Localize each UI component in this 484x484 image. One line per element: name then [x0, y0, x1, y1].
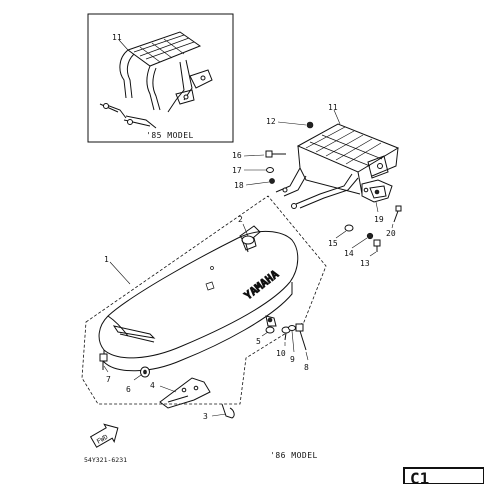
callout-12: 12	[266, 117, 276, 126]
callout-20: 20	[386, 229, 396, 238]
callout-16: 16	[232, 151, 242, 160]
latch-plate-4	[159, 377, 211, 409]
front-arrow-icon: FWD	[89, 423, 119, 448]
washer-15	[344, 224, 354, 232]
bolt-7	[99, 353, 108, 370]
callout-15: 15	[328, 239, 338, 248]
callout-9: 9	[290, 355, 295, 364]
washer-9	[288, 325, 296, 331]
seat-brand-text: YAMAHA	[242, 267, 282, 302]
knob-2	[241, 235, 257, 251]
hook-3	[221, 403, 235, 419]
callout-10: 10	[276, 349, 286, 358]
nut-12	[306, 121, 314, 129]
callout-17: 17	[232, 166, 242, 175]
main-model-label: '86 MODEL	[270, 451, 318, 460]
callout-19: 19	[374, 215, 384, 224]
spacer-18	[269, 178, 275, 184]
callout-3: 3	[203, 412, 208, 421]
callout-11-inset: 11	[112, 33, 122, 42]
inset-model-label: '85 MODEL	[146, 131, 194, 140]
bolt-20	[393, 205, 402, 223]
bolt-16	[265, 150, 286, 158]
seat-dashed-frame	[81, 195, 327, 405]
bolt-13	[373, 239, 381, 252]
callout-18: 18	[234, 181, 244, 190]
callout-11-main: 11	[328, 103, 338, 112]
page-badge: C1	[410, 469, 429, 484]
callout-2: 2	[238, 215, 243, 224]
washer-17	[266, 167, 274, 173]
collar-10	[281, 326, 291, 341]
washer-5	[265, 326, 275, 334]
inset-carrier-drawing	[99, 31, 213, 129]
inset-frame	[87, 13, 234, 143]
callout-5: 5	[256, 337, 261, 346]
part-code: 54Y321-6231	[84, 456, 127, 464]
page-badge-box	[403, 467, 484, 484]
callout-4: 4	[150, 381, 155, 390]
callout-14: 14	[344, 249, 354, 258]
callout-6: 6	[126, 385, 131, 394]
callout-13: 13	[360, 259, 370, 268]
callout-1: 1	[104, 255, 109, 264]
carrier-drawing	[275, 123, 400, 209]
callout-8: 8	[304, 363, 309, 372]
callout-7: 7	[106, 375, 111, 384]
grommet-6	[140, 366, 150, 378]
seat-drawing	[98, 225, 299, 372]
nut-14	[366, 232, 374, 240]
bolt-8	[295, 323, 307, 351]
